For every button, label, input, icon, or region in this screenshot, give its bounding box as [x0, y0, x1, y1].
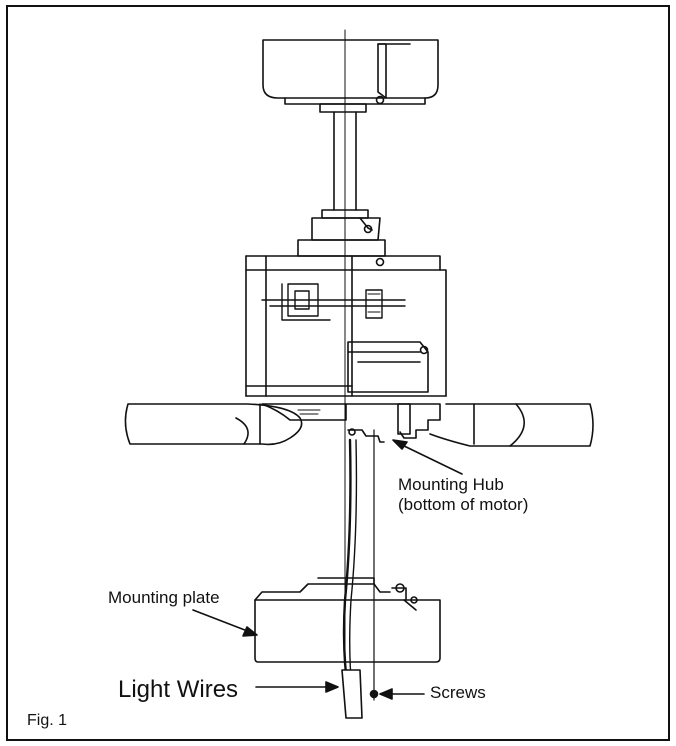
mounting-hub-label-line2: (bottom of motor): [398, 494, 529, 514]
wire-connector: [341, 669, 363, 719]
switch-detail: [261, 283, 406, 321]
leader-screws: [379, 688, 425, 700]
mounting-hub-label-line1: Mounting Hub: [398, 475, 504, 494]
motor-housing: [245, 255, 447, 397]
screws-label: Screws: [430, 683, 486, 702]
mounting-plate: [254, 577, 441, 663]
mounting-plate-label: Mounting plate: [108, 588, 220, 607]
downrod: [319, 103, 367, 211]
motor-internal: [347, 341, 429, 393]
blade-right: [429, 403, 594, 447]
figure-number: Fig. 1: [27, 712, 68, 729]
blade-iron: [261, 403, 347, 421]
leader-hub: [392, 439, 463, 475]
light-wires-label: Light Wires: [118, 676, 239, 703]
canopy: [262, 39, 439, 105]
leader-wires: [255, 681, 339, 693]
motor-coupler: [297, 209, 386, 267]
mounting-hub-label: Mounting Hub (bottom of motor): [398, 475, 528, 514]
blade-left: [124, 403, 303, 446]
mounting-hub: [345, 403, 441, 443]
figure-frame: [6, 5, 670, 741]
leader-plate: [192, 609, 258, 637]
light-wire-bundle: [342, 438, 358, 692]
screw: [369, 689, 379, 699]
